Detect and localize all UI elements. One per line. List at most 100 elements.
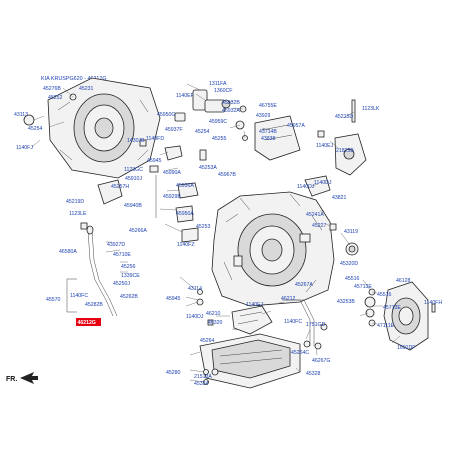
part-label[interactable]: 46210 (206, 311, 221, 317)
part-label[interactable]: 43714B (259, 129, 277, 135)
part-label[interactable]: 45262B (120, 294, 138, 300)
part-label[interactable]: 21513A (194, 374, 212, 380)
part-label[interactable]: 45231 (79, 86, 94, 92)
part-label[interactable]: 45936A (176, 183, 194, 189)
solenoid-parts (174, 89, 301, 161)
part-label[interactable]: 1140FD (146, 136, 164, 142)
part-label[interactable]: 1140FC (70, 293, 88, 299)
part-label[interactable]: 45910J (125, 176, 142, 182)
part-label[interactable]: 1430JB (127, 138, 145, 144)
part-label[interactable]: 1751GD (306, 322, 326, 328)
part-label[interactable]: 45264 (200, 338, 215, 344)
part-label[interactable]: 45282B (85, 302, 103, 308)
part-label[interactable]: 45255 (212, 136, 227, 142)
part-label[interactable]: 45241A (306, 212, 324, 218)
right-side-parts (304, 175, 436, 351)
part-label[interactable]: 43838 (261, 136, 276, 142)
part-label[interactable]: 45254 (195, 129, 210, 135)
part-label[interactable]: 45276B (43, 86, 61, 92)
part-label[interactable]: 45253A (199, 165, 217, 171)
part-label[interactable]: 1140FC (284, 319, 302, 325)
sensor-brackets (97, 139, 207, 243)
part-label[interactable]: 45959C (209, 119, 227, 125)
part-label[interactable]: 45264C (291, 350, 309, 356)
part-label[interactable]: 45257H (111, 184, 129, 190)
part-label[interactable]: 45516 (377, 292, 392, 298)
part-label[interactable]: 1311FA (209, 81, 227, 87)
part-label[interactable]: 45570 (46, 297, 61, 303)
part-label[interactable]: 1123LE (69, 211, 87, 217)
part-label[interactable]: 45710E (113, 252, 131, 258)
part-label[interactable]: 43119 (344, 229, 358, 235)
part-label[interactable]: 45254 (28, 126, 43, 132)
part-label[interactable]: 1140FH (424, 300, 442, 306)
part-label[interactable]: 1123GC (124, 167, 143, 173)
part-label[interactable]: 45945 (166, 296, 181, 302)
part-label[interactable]: 45929B (163, 194, 181, 200)
part-label[interactable]: 1601DF (397, 345, 415, 351)
part-label[interactable]: 45516 (345, 276, 360, 282)
part-label[interactable]: 45280 (166, 370, 181, 376)
part-label[interactable]: 1140FZ (177, 242, 195, 248)
part-label[interactable]: 45940B (124, 203, 142, 209)
part-label[interactable]: 46580A (59, 249, 77, 255)
part-label[interactable]: 43929 (256, 113, 271, 119)
part-label[interactable]: 46755E (259, 103, 277, 109)
part-label[interactable]: 45227 (312, 223, 327, 229)
part-label[interactable]: 1140DJ (297, 184, 315, 190)
part-labels: 45276B 45231 45252 43113 45254 1140FJ 13… (14, 81, 442, 387)
part-label[interactable]: 45950G (157, 112, 175, 118)
part-label[interactable]: 45252 (48, 95, 63, 101)
part-label[interactable]: 45256 (121, 264, 136, 270)
part-label[interactable]: 1140EF (176, 93, 194, 99)
part-label[interactable]: 45937F (165, 127, 183, 133)
highlight-box (76, 318, 101, 326)
part-label[interactable]: 1339CE (121, 273, 140, 279)
part-label[interactable]: 1140DJ (314, 180, 332, 186)
part-label[interactable]: 45267A (295, 282, 313, 288)
diagram-title: KIA KRUSPG620 - 46212G (41, 76, 107, 82)
part-label[interactable]: 43113 (14, 112, 28, 118)
part-label[interactable]: 46320 (208, 320, 223, 326)
transmission-case (211, 191, 335, 307)
highlighted-part[interactable]: 46212G (76, 318, 101, 326)
part-label[interactable]: 45957A (287, 123, 305, 129)
part-label[interactable]: 45215D (335, 114, 353, 120)
part-label[interactable]: 46212 (281, 296, 296, 302)
part-label[interactable]: 45253 (196, 224, 211, 230)
part-label[interactable]: 45324 (194, 381, 209, 387)
part-label[interactable]: 47111E (377, 323, 395, 329)
part-label[interactable]: 45945 (147, 158, 162, 164)
part-label[interactable]: 45713E (383, 305, 401, 311)
part-label[interactable]: 46128 (396, 278, 411, 284)
part-label[interactable]: 21825B (336, 148, 354, 154)
part-label[interactable]: 45266A (129, 228, 147, 234)
part-label[interactable]: 43114 (188, 286, 202, 292)
part-label[interactable]: 43927D (107, 242, 125, 248)
part-label[interactable]: 1140EJ (316, 143, 334, 149)
front-label: FR. (6, 376, 17, 383)
part-label[interactable]: 45219D (66, 199, 84, 205)
part-label[interactable]: 45250J (113, 281, 130, 287)
part-label[interactable]: 45950A (176, 211, 194, 217)
part-label[interactable]: 1140FJ (16, 145, 33, 151)
dipstick-bracket (66, 278, 77, 313)
part-label[interactable]: 1360CF (214, 88, 232, 94)
dipstick (80, 222, 118, 317)
part-label[interactable]: 45320D (340, 261, 358, 267)
part-label[interactable]: 45932B (222, 100, 240, 106)
part-label[interactable]: 1123LK (362, 106, 380, 112)
part-label[interactable]: 43253B (337, 299, 355, 305)
part-label[interactable]: 45328 (306, 371, 321, 377)
part-label[interactable]: 45990A (163, 170, 181, 176)
part-label[interactable]: 45713E (354, 284, 372, 290)
part-label[interactable]: 1140DJ (186, 314, 204, 320)
part-label[interactable]: 45932A (222, 108, 240, 114)
part-label[interactable]: 46267G (312, 358, 330, 364)
leader-lines (31, 83, 401, 383)
highlight-label[interactable]: 46212G (78, 320, 96, 326)
part-label[interactable]: 45967B (218, 172, 236, 178)
part-label[interactable]: 43821 (332, 195, 347, 201)
part-label[interactable]: 1140EJ (246, 302, 264, 308)
